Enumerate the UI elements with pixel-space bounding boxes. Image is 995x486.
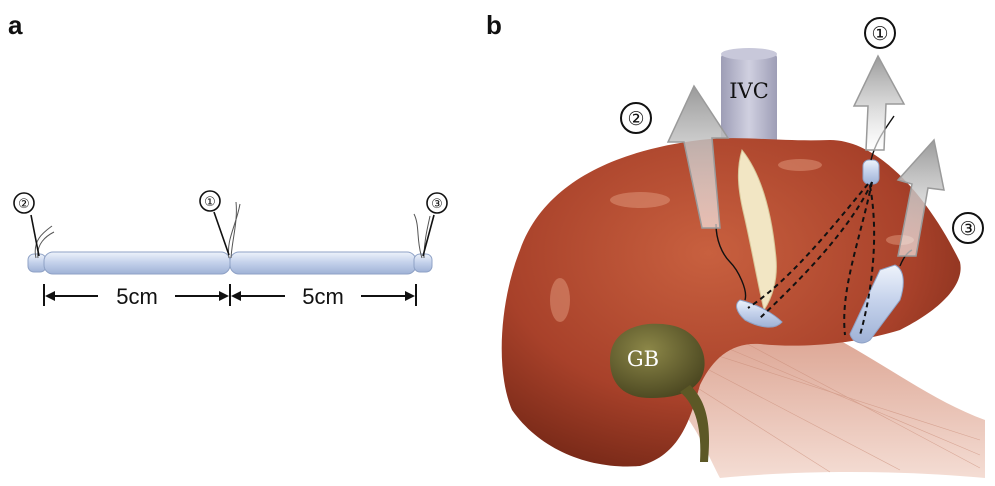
marker-1-b: ①: [865, 18, 895, 48]
balloon-tube: [28, 252, 432, 274]
panel-b-illustration: IVC GB ① ② ③: [502, 18, 985, 478]
marker-2-a: ②: [14, 193, 34, 213]
marker-1-b-text: ①: [871, 23, 888, 45]
marker-1-a-text: ①: [204, 195, 216, 210]
traction-arrow-1: [854, 56, 904, 150]
marker-1-a: ①: [200, 191, 220, 211]
ivc-label: IVC: [729, 79, 769, 103]
panel-a-diagram: ② ① ③ 5cm 5cm: [14, 191, 447, 309]
marker-leaders: [31, 212, 434, 256]
dimension-lines: [44, 284, 416, 306]
gb-label: GB: [627, 347, 659, 371]
marker-3-b: ③: [953, 213, 983, 243]
segment-length-label-1: 5cm: [116, 284, 158, 309]
marker-2-b: ②: [621, 103, 651, 133]
marker-2-a-text: ②: [18, 197, 30, 212]
marker-3-a-text: ③: [431, 197, 443, 212]
marker-2-b-text: ②: [627, 108, 644, 130]
marker-3-a: ③: [427, 193, 447, 213]
segment-length-label-2: 5cm: [302, 284, 344, 309]
suture-threads: [35, 202, 430, 258]
marker-3-b-text: ③: [959, 218, 976, 240]
